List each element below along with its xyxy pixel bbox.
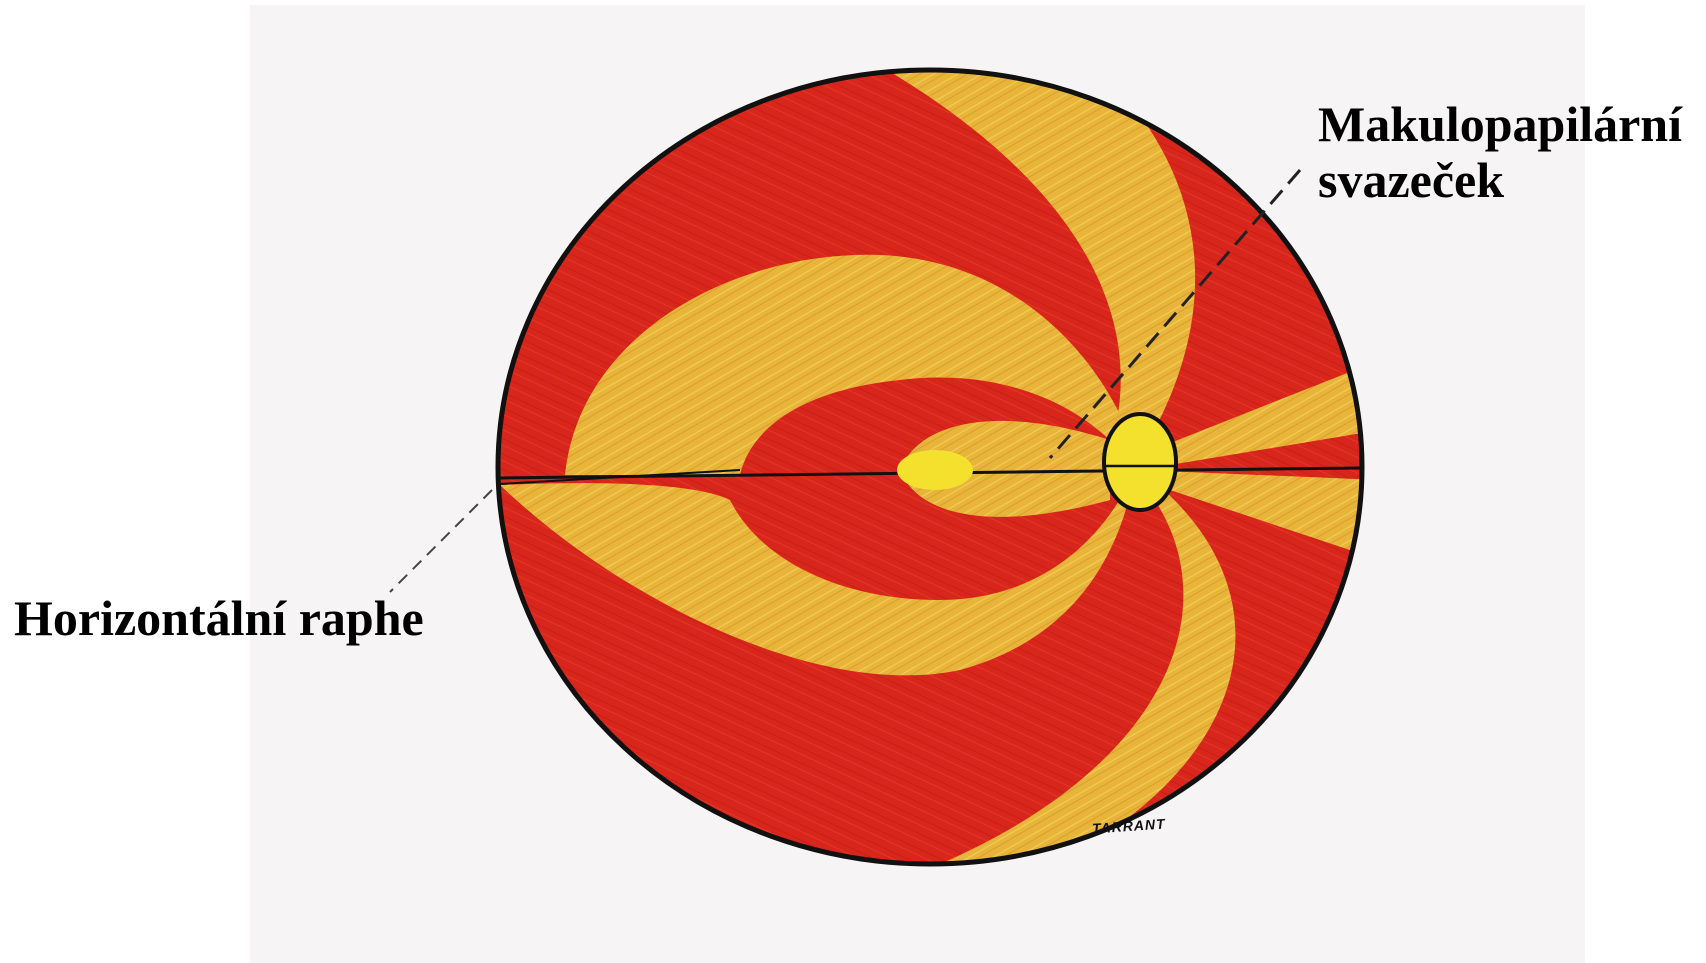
- raphe-leader: [389, 489, 493, 593]
- lower-yellow-sweep: [900, 478, 1236, 864]
- macular-bundle-label-line1: Makulopapilární: [1318, 96, 1682, 152]
- macular-bundle-leader: [1048, 169, 1302, 459]
- macular-bundle-label: Makulopapilární svazeček: [1318, 96, 1682, 208]
- macular-bundle-label-line2: svazeček: [1318, 152, 1505, 208]
- papillomacular-bundle: [900, 420, 1110, 517]
- fovea: [897, 450, 973, 490]
- retina-outline: [495, 67, 1365, 867]
- optic-disc: [1102, 412, 1178, 512]
- right-lower-yellow-band: [1140, 470, 1362, 560]
- upper-arcuate-yellow-band: [870, 70, 1196, 455]
- upper-arcuate-bundle: [565, 254, 1135, 475]
- right-yellow-band: [1140, 360, 1362, 470]
- horizontal-raphe-label: Horizontální raphe: [14, 590, 424, 646]
- lower-arcuate-bundle: [500, 470, 1135, 676]
